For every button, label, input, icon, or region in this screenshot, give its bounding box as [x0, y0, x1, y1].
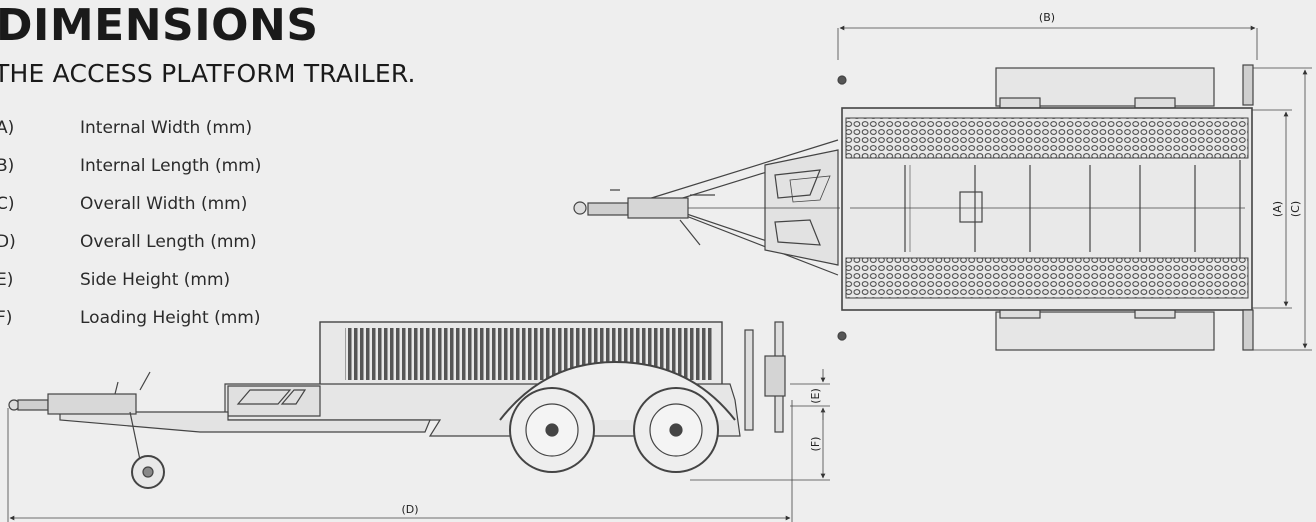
top-view — [573, 25, 1312, 351]
dimension-label-d: (D) — [401, 503, 418, 516]
page-subtitle: THE ACCESS PLATFORM TRAILER. — [0, 59, 416, 88]
dimension-label-b: (B) — [1039, 11, 1055, 24]
dimension-label: Internal Length (mm) — [80, 156, 262, 176]
dimension-label: Overall Length (mm) — [80, 232, 257, 252]
dimension-code: D) — [0, 232, 16, 252]
dimension-code: E) — [0, 270, 14, 290]
dimension-label-c: (C) — [1289, 201, 1302, 217]
dimension-code: B) — [0, 156, 15, 176]
dimension-label-f: (F) — [809, 437, 822, 452]
side-view — [7, 321, 830, 522]
dimension-code: C) — [0, 194, 15, 214]
dimension-code: F) — [0, 308, 13, 328]
dimension-label: Side Height (mm) — [80, 270, 231, 290]
dimension-label-e: (E) — [809, 388, 822, 404]
dimension-label-a: (A) — [1271, 201, 1284, 217]
dimension-label: Internal Width (mm) — [80, 118, 253, 138]
dimension-label: Overall Width (mm) — [80, 194, 248, 214]
dimension-label: Loading Height (mm) — [80, 308, 261, 328]
dimension-code: A) — [0, 118, 15, 138]
page-title: DIMENSIONS — [0, 0, 319, 51]
